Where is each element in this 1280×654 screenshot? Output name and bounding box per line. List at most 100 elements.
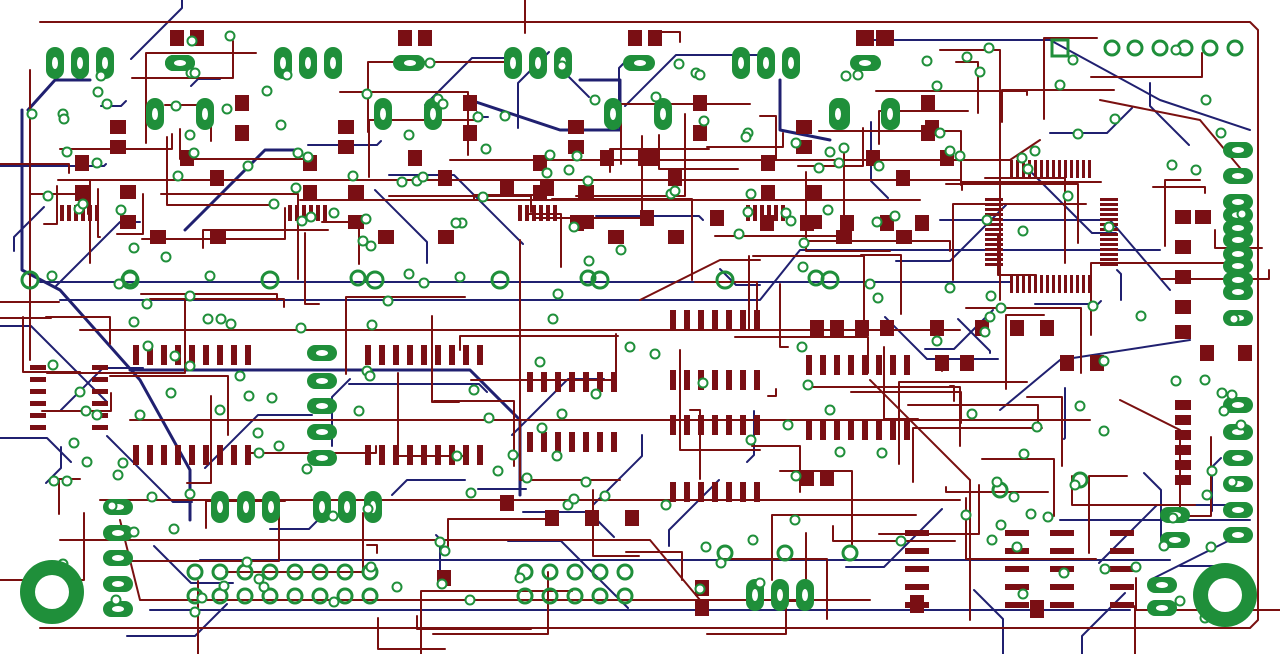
via [91, 157, 103, 169]
smd-pad [1058, 160, 1061, 178]
smd-pad [774, 205, 778, 221]
smd-pad [904, 355, 910, 375]
via [1029, 145, 1041, 157]
smd-pad [806, 185, 822, 199]
top-trace [706, 604, 787, 635]
via [571, 150, 583, 162]
smd-pad [876, 420, 882, 440]
via [234, 370, 246, 382]
th-pad-hole [1156, 605, 1168, 611]
th-round-pad [590, 270, 610, 290]
smd-pad [348, 215, 364, 229]
smd-pad [75, 185, 89, 201]
smd-pad [1010, 275, 1013, 293]
smd-pad [75, 155, 89, 171]
smd-pad [860, 30, 874, 46]
smd-pad [985, 228, 1003, 231]
via [142, 340, 154, 352]
smd-pad [1088, 275, 1091, 293]
top-trace [771, 514, 917, 581]
smd-pad [463, 95, 477, 111]
smd-pad [985, 258, 1003, 261]
via [568, 493, 580, 505]
smd-pad [120, 215, 136, 229]
via [995, 519, 1007, 531]
smd-pad [855, 320, 869, 336]
via [450, 217, 462, 229]
th-pad-hole [752, 589, 758, 601]
via [80, 405, 92, 417]
via [128, 316, 140, 328]
smd-pad [910, 595, 924, 613]
via [985, 290, 997, 302]
via [1074, 400, 1086, 412]
via [563, 164, 575, 176]
smd-pad [693, 125, 707, 141]
smd-pad [1175, 475, 1191, 485]
bottom-trace [592, 434, 643, 506]
via [615, 244, 627, 256]
bottom-trace [20, 108, 192, 522]
smd-pad [915, 215, 929, 231]
via [1158, 540, 1170, 552]
via [305, 211, 317, 223]
via [871, 216, 883, 228]
via [1017, 588, 1029, 600]
via [492, 465, 504, 477]
via [74, 386, 86, 398]
via [984, 311, 996, 323]
via [328, 596, 340, 608]
smd-pad [628, 30, 642, 46]
top-trace [869, 379, 971, 621]
smd-pad [640, 210, 654, 226]
smd-pad [1100, 198, 1118, 201]
top-trace [160, 193, 299, 280]
smd-pad [553, 205, 557, 221]
th-pad-hole [319, 501, 325, 513]
via [290, 182, 302, 194]
via [852, 69, 864, 81]
smd-pad [1175, 445, 1191, 455]
via [396, 176, 408, 188]
th-round-pad [1126, 39, 1144, 57]
smd-pad [985, 243, 1003, 246]
via [534, 356, 546, 368]
smd-pad [754, 482, 760, 502]
top-trace [832, 525, 956, 542]
via [295, 322, 307, 334]
via [170, 100, 182, 112]
via [790, 470, 802, 482]
smd-pad [985, 238, 1003, 241]
th-pad-hole [202, 108, 208, 120]
top-trace [1164, 179, 1201, 247]
smd-pad [288, 205, 292, 221]
smd-pad [316, 205, 320, 221]
smd-pad [133, 445, 139, 465]
top-trace [526, 213, 562, 268]
smd-pad [1022, 275, 1025, 293]
via [580, 476, 592, 488]
via [694, 69, 706, 81]
smd-pad [92, 365, 108, 370]
via [840, 70, 852, 82]
via [1072, 128, 1084, 140]
via [184, 488, 196, 500]
th-round-pad [841, 544, 859, 562]
smd-pad [1005, 530, 1029, 536]
smd-pad [393, 345, 399, 365]
top-trace [689, 409, 701, 480]
smd-pad [1082, 275, 1085, 293]
smd-pad [1010, 320, 1024, 336]
smd-pad [1175, 415, 1191, 425]
via [68, 437, 80, 449]
smd-pad [740, 310, 746, 330]
via [221, 103, 233, 115]
smd-pad [568, 120, 584, 134]
via [188, 147, 200, 159]
smd-pad [1110, 548, 1134, 554]
th-round-pad [616, 587, 634, 605]
top-trace [694, 281, 758, 323]
smd-pad [905, 530, 929, 536]
th-pad-hole [1156, 582, 1168, 588]
